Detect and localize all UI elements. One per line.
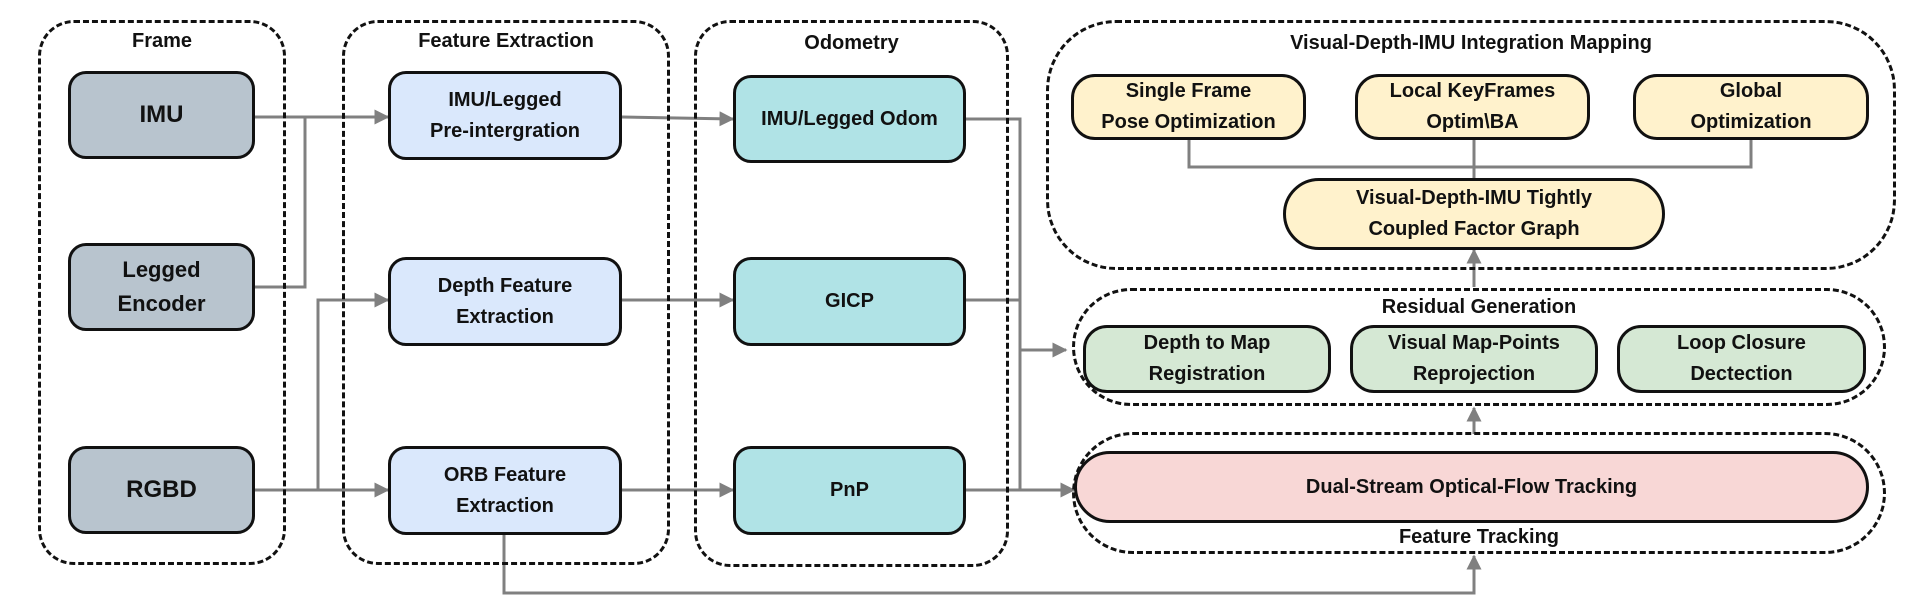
depth-feature-extraction-node: Depth Feature Extraction	[388, 257, 622, 346]
feature-tracking-group-title: Feature Tracking	[1398, 526, 1560, 548]
odometry-group-title: Odometry	[804, 32, 899, 54]
dual-stream-optical-flow-tracking-node: Dual-Stream Optical-Flow Tracking	[1074, 451, 1869, 523]
global-optimization-node: Global Optimization	[1633, 74, 1869, 140]
legged-encoder-node: Legged Encoder	[68, 243, 255, 331]
depth-to-map-registration-node: Depth to Map Registration	[1083, 325, 1331, 393]
odometry-group	[694, 20, 1009, 567]
factor-graph-node: Visual-Depth-IMU Tightly Coupled Factor …	[1283, 178, 1665, 250]
line-encoder-to-preintegration	[255, 117, 307, 289]
feature-extraction-group-title: Feature Extraction	[418, 30, 594, 52]
residual-generation-group-title: Residual Generation	[1381, 296, 1577, 318]
loop-closure-detection-node: Loop Closure Dectection	[1617, 325, 1866, 393]
residual-generation-group	[1072, 288, 1886, 406]
frame-group-title: Frame	[131, 30, 193, 52]
mapping-group	[1046, 20, 1896, 270]
imu-node: IMU	[68, 71, 255, 159]
single-frame-pose-optimization-node: Single Frame Pose Optimization	[1071, 74, 1306, 140]
gicp-node: GICP	[733, 257, 966, 346]
feature-extraction-group	[342, 20, 670, 565]
feature-tracking-group	[1072, 432, 1886, 554]
visual-map-points-reprojection-node: Visual Map-Points Reprojection	[1350, 325, 1598, 393]
arrow-rgbd-to-depth	[316, 292, 390, 490]
arrow-odometry-to-residual	[966, 117, 1068, 358]
arrow-preintegration-to-odom	[621, 111, 735, 127]
preintegration-node: IMU/Legged Pre-intergration	[388, 71, 622, 160]
frame-group	[38, 20, 286, 565]
pnp-node: PnP	[733, 446, 966, 535]
legged-odom-node: IMU/Legged Odom	[733, 75, 966, 163]
mapping-group-title: Visual-Depth-IMU Integration Mapping	[1290, 32, 1652, 54]
rgbd-node: RGBD	[68, 446, 255, 534]
line-factor-graph-to-optimizers	[1187, 138, 1753, 180]
orb-feature-extraction-node: ORB Feature Extraction	[388, 446, 622, 535]
local-keyframes-optim-node: Local KeyFrames Optim\BA	[1355, 74, 1590, 140]
